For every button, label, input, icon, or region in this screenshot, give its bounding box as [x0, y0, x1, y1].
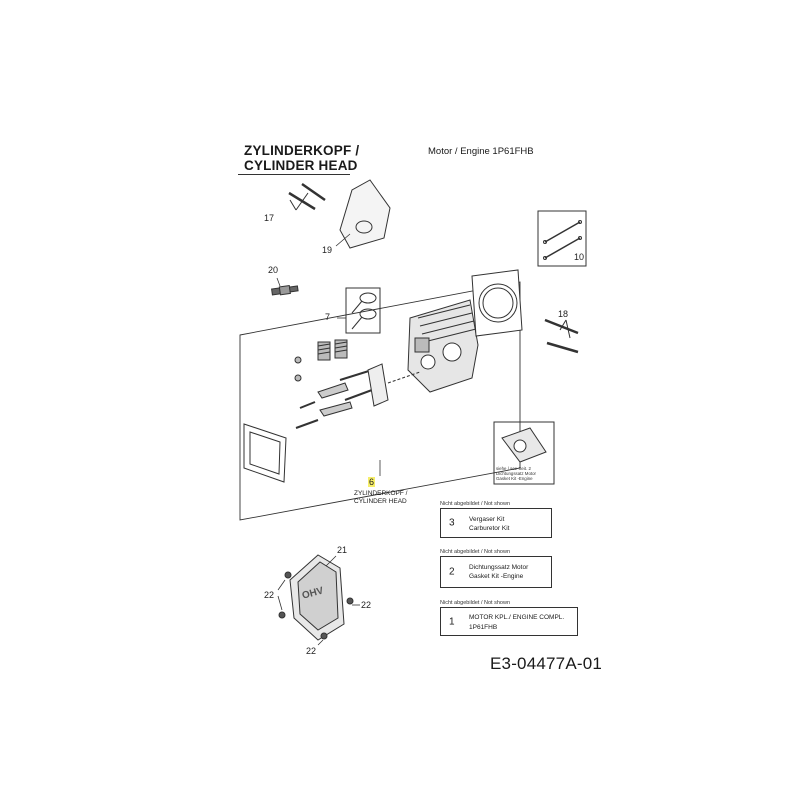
rocker-plate: [367, 363, 389, 407]
spark-plug: [271, 284, 299, 296]
not-shown-box-1: 1 MOTOR KPL./ ENGINE COMPL. 1P61FHB: [440, 607, 578, 636]
callout-6: 6: [368, 477, 376, 487]
part-number-2: 2: [449, 566, 455, 578]
callout-22-right: 22: [361, 600, 372, 610]
diagram-title-de: ZYLINDERKOPF /: [244, 143, 360, 158]
inset-note: siehe / see Seit. 2 Dichtungssatz Motor …: [496, 466, 536, 482]
part-1-name: MOTOR KPL./ ENGINE COMPL.: [469, 614, 565, 621]
callout-10: 10: [574, 252, 585, 262]
assembly-label: ZYLINDERKOPF / CYLINDER HEAD: [354, 490, 407, 506]
not-shown-header-3: Nicht abgebildet / Not shown: [440, 501, 511, 507]
not-shown-header-2: Nicht abgebildet / Not shown: [440, 549, 511, 555]
rocker-arm-upper: [317, 382, 349, 399]
part-2-name-de: Dichtungssatz Motor: [469, 564, 529, 571]
engine-model-label: Motor / Engine 1P61FHB: [428, 146, 534, 157]
part10-box: [537, 210, 587, 267]
part-3-name-en: Carburetor Kit: [469, 525, 510, 532]
assembly-panel: [239, 281, 521, 521]
diagram-title-en: CYLINDER HEAD: [244, 158, 358, 173]
not-shown-box-2: 2 Dichtungssatz Motor Gasket Kit -Engine: [440, 556, 552, 588]
inset-note-line3: Gasket Kit -Engine: [496, 476, 533, 482]
not-shown-box-3: 3 Vergaser Kit Carburetor Kit: [440, 508, 552, 538]
part-3-name-de: Vergaser Kit: [469, 516, 505, 523]
valve-springs: [317, 339, 348, 361]
assembly-label-de: ZYLINDERKOPF /: [354, 490, 408, 497]
rocker-arm-lower: [319, 401, 353, 417]
not-shown-header-1: Nicht abgebildet / Not shown: [440, 600, 511, 606]
document-code: E3-04477A-01: [490, 654, 603, 673]
callout-22-bottom: 22: [306, 646, 317, 656]
part19-shield: [339, 179, 391, 249]
exhaust-gasket: [243, 423, 287, 483]
inset-note-line2: Dichtungssatz Motor: [496, 471, 537, 477]
callout-20: 20: [268, 265, 279, 275]
callout-7: 7: [325, 312, 331, 322]
callout-21: 21: [337, 545, 348, 555]
assembly-label-en: CYLINDER HEAD: [354, 498, 407, 505]
part-1-model: 1P61FHB: [469, 624, 498, 631]
callout-18: 18: [558, 309, 569, 319]
valve-cover: [289, 554, 345, 641]
cylinder-head: [407, 299, 479, 393]
part-number-3: 3: [449, 517, 455, 529]
inset-box: [493, 421, 555, 485]
inset-note-line1: siehe / see Seit. 2: [496, 466, 531, 471]
part-2-name-en: Gasket Kit -Engine: [469, 573, 524, 580]
callout-17: 17: [264, 213, 275, 223]
part-number-1: 1: [449, 616, 455, 627]
callout-19: 19: [322, 245, 333, 255]
part7-box: [345, 287, 381, 334]
callout-22-left: 22: [264, 590, 275, 600]
title-underline: [238, 174, 350, 176]
